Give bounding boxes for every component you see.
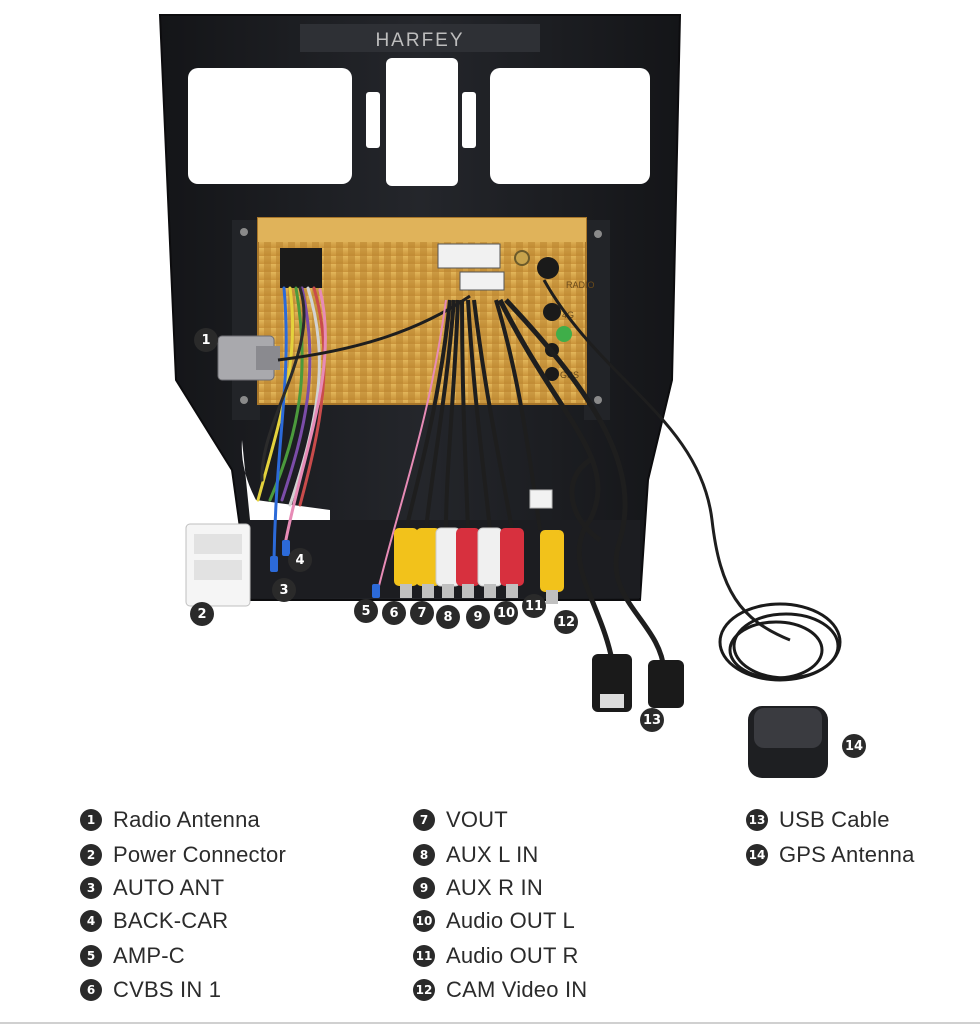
- legend-number-badge: 10: [413, 910, 435, 932]
- legend-number-badge: 7: [413, 809, 435, 831]
- legend-number-badge: 13: [746, 809, 768, 831]
- legend-item: 7 VOUT: [413, 806, 508, 834]
- callout-14: 14: [842, 734, 866, 758]
- callout-3: 3: [272, 578, 296, 602]
- legend-number-badge: 11: [413, 945, 435, 967]
- legend-number-badge: 9: [413, 877, 435, 899]
- legend-item: 4 BACK-CAR: [80, 907, 228, 935]
- legend-number-badge: 8: [413, 844, 435, 866]
- legend-number-badge: 2: [80, 844, 102, 866]
- legend-number-badge: 6: [80, 979, 102, 1001]
- legend-label: GPS Antenna: [779, 842, 915, 867]
- legend-item: 10 Audio OUT L: [413, 907, 575, 935]
- callout-2: 2: [190, 602, 214, 626]
- bottom-divider: [0, 1022, 980, 1024]
- legend-label: BACK-CAR: [113, 908, 229, 933]
- legend-item: 1 Radio Antenna: [80, 806, 260, 834]
- legend-number-badge: 4: [80, 910, 102, 932]
- legend-item: 6 CVBS IN 1: [80, 976, 221, 1004]
- left-vent-opening: [188, 68, 352, 184]
- center-vent-opening: [386, 58, 458, 186]
- legend-label: VOUT: [446, 807, 508, 832]
- callout-1: 1: [194, 328, 218, 352]
- rca-plug-group: [394, 527, 524, 598]
- callout-9: 9: [466, 605, 490, 629]
- legend-item: 5 AMP-C: [80, 942, 185, 970]
- legend-item: 9 AUX R IN: [413, 874, 543, 902]
- legend-number-badge: 3: [80, 877, 102, 899]
- legend-item: 14 GPS Antenna: [746, 841, 915, 869]
- callout-8: 8: [436, 605, 460, 629]
- callout-7: 7: [410, 601, 434, 625]
- callout-13: 13: [640, 708, 664, 732]
- legend-label: CAM Video IN: [446, 977, 588, 1002]
- legend-item: 11 Audio OUT R: [413, 942, 579, 970]
- legend-label: USB Cable: [779, 807, 890, 832]
- legend-label: AUX R IN: [446, 875, 543, 900]
- brand-logo: HARFEY: [375, 30, 464, 51]
- callout-11: 11: [522, 594, 546, 618]
- legend-label: AMP-C: [113, 943, 185, 968]
- legend-item: 12 CAM Video IN: [413, 976, 587, 1004]
- legend-item: 3 AUTO ANT: [80, 874, 224, 902]
- legend-label: AUX L IN: [446, 842, 539, 867]
- legend-number-badge: 14: [746, 844, 768, 866]
- legend-number-badge: 12: [413, 979, 435, 1001]
- callout-10: 10: [494, 601, 518, 625]
- legend-label: CVBS IN 1: [113, 977, 222, 1002]
- legend-label: AUTO ANT: [113, 875, 225, 900]
- callout-12: 12: [554, 610, 578, 634]
- legend-label: Audio OUT R: [446, 943, 579, 968]
- product-figure: HARFEY RADIO 4G GPS: [158, 14, 866, 778]
- legend-item: 2 Power Connector: [80, 841, 286, 869]
- connector-legend: 1 Radio Antenna 2 Power Connector 3 AUTO ANT 4…: [0, 806, 980, 1006]
- legend-number-badge: 5: [80, 945, 102, 967]
- callout-5: 5: [354, 599, 378, 623]
- legend-label: Power Connector: [113, 842, 286, 867]
- callout-4: 4: [288, 548, 312, 572]
- callout-6: 6: [382, 601, 406, 625]
- right-vent-opening: [490, 68, 650, 184]
- legend-label: Audio OUT L: [446, 908, 575, 933]
- legend-number-badge: 1: [80, 809, 102, 831]
- legend-item: 13 USB Cable: [746, 806, 890, 834]
- legend-label: Radio Antenna: [113, 807, 260, 832]
- radio-port-label: RADIO: [566, 280, 595, 290]
- head-unit-illustration: HARFEY RADIO 4G GPS: [158, 14, 842, 778]
- legend-item: 8 AUX L IN: [413, 841, 538, 869]
